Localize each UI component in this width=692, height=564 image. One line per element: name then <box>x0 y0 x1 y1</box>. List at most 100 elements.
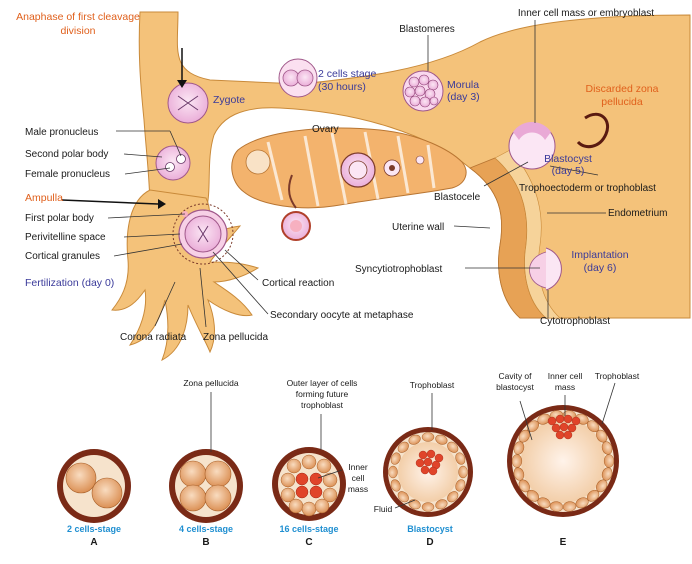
fertilization-label: Fertilization (day 0) <box>25 277 114 289</box>
zygote <box>167 82 209 124</box>
stage-d-blastocyst <box>383 427 473 517</box>
stage-a-caption: 2 cells-stage <box>67 524 121 534</box>
perivitelline-label: Perivitelline space <box>25 232 106 243</box>
trophoblast-cell <box>397 491 409 503</box>
outer-layer-label-2: forming future <box>296 389 349 399</box>
trophoblast-cell <box>408 434 421 445</box>
anaphase-label-1: Anaphase of first cleavage <box>16 11 140 23</box>
outer-layer-label-3: trophoblast <box>301 400 344 410</box>
pronuclei-cell <box>155 145 191 181</box>
inner-cell-mass-label: Inner cell mass or embryoblast <box>518 8 654 19</box>
trophoblast-cell <box>388 465 398 479</box>
inner-mass-c-label-1: Inner <box>348 462 368 472</box>
ampulla-label: Ampulla <box>25 192 63 204</box>
trophoblast-cell <box>397 441 409 453</box>
trophoblast-cell <box>537 413 551 425</box>
blastocyst-label-2: (day 5) <box>552 165 585 177</box>
fluid-label: Fluid <box>374 504 393 514</box>
trophoblast-cell <box>390 452 401 465</box>
trophoblast-cell <box>455 479 466 492</box>
implantation-embryo <box>529 247 562 291</box>
implantation-label-2: (day 6) <box>584 262 617 274</box>
corona-radiata-label: Corona radiata <box>120 332 187 343</box>
fertilization-oocyte <box>172 203 234 265</box>
inner-cell-e-label-2: mass <box>555 382 575 392</box>
blastomeres-label: Blastomeres <box>399 24 455 35</box>
stage-a-letter: A <box>90 537 97 548</box>
trophoblast-cell <box>458 465 468 479</box>
stage-b-4-cells <box>169 449 243 523</box>
trophoblast-e-label: Trophoblast <box>595 371 640 381</box>
trophoblast-cell <box>447 491 459 503</box>
two-cell-stage <box>278 58 318 98</box>
blastocyst-top <box>508 121 556 170</box>
trophoblast-cell <box>549 501 564 512</box>
stage-c-16-cells <box>272 447 346 521</box>
bottom-labels: Zona pellucida Outer layer of cells form… <box>67 371 640 548</box>
inner-cell-e-label-1: Inner cell <box>548 371 583 381</box>
leader-lines <box>107 20 606 328</box>
stage-b-caption: 4 cells-stage <box>179 524 233 534</box>
cavity-label-2: blastocyst <box>496 382 534 392</box>
first-polar-body-label: First polar body <box>25 213 94 224</box>
stage-e-blastocyst <box>507 405 619 517</box>
two-cells-label-2: (30 hours) <box>318 81 366 93</box>
stage-e-letter: E <box>560 537 567 548</box>
trophoblast-cell <box>603 454 615 468</box>
stage-a-2-cells <box>57 449 131 523</box>
second-polar-body-label: Second polar body <box>25 149 108 160</box>
cavity-label-1: Cavity of <box>498 371 532 381</box>
trophoectoderm-label: Trophoectoderm or trophoblast <box>519 183 656 194</box>
ampulla-arrow <box>61 199 166 209</box>
morula-label-1: Morula <box>447 79 479 91</box>
cytotrophoblast-label: Cytotrophoblast <box>540 316 610 327</box>
morula <box>402 70 444 112</box>
stage-d-caption: Blastocyst <box>407 524 453 534</box>
trophoblast-cell <box>390 479 401 492</box>
cortical-reaction-label: Cortical reaction <box>262 278 334 289</box>
uterine-wall-label: Uterine wall <box>392 222 444 233</box>
trophoblast-cell <box>511 454 523 468</box>
ovary-label: Ovary <box>312 124 339 135</box>
stage-c-caption: 16 cells-stage <box>279 524 338 534</box>
trophoblast-cell <box>435 499 448 510</box>
trophoblast-cell <box>575 497 589 509</box>
outer-layer-label-1: Outer layer of cells <box>287 378 358 388</box>
trophoblast-cell <box>421 502 435 512</box>
inner-mass-c-label-2: cell <box>352 473 365 483</box>
trophoblast-d-label: Trophoblast <box>410 380 455 390</box>
stage-b-letter: B <box>202 537 209 548</box>
two-cells-label-1: 2 cells stage <box>318 68 377 80</box>
morula-label-2: (day 3) <box>447 91 480 103</box>
zygote-label: Zygote <box>213 94 245 106</box>
trophoblast-cell <box>447 441 459 453</box>
ovary <box>231 127 467 241</box>
stage-c-letter: C <box>305 537 312 548</box>
zona-pellucida-b-label: Zona pellucida <box>183 378 239 388</box>
discarded-zona-label-1: Discarded zona <box>586 83 659 95</box>
stage-d-letter: D <box>426 537 433 548</box>
anaphase-label-2: division <box>60 25 95 37</box>
discarded-zona-icon <box>576 112 609 149</box>
syncytiotrophoblast-label: Syncytiotrophoblast <box>355 264 442 275</box>
endometrium-label: Endometrium <box>608 208 667 219</box>
secondary-oocyte-label: Secondary oocyte at metaphase <box>270 310 414 321</box>
trophoblast-cell <box>513 467 525 481</box>
trophoblast-cell <box>455 452 466 465</box>
bottom-leader-lines <box>210 382 616 509</box>
top-labels: Anaphase of first cleavage division Zygo… <box>16 8 667 343</box>
female-pronucleus-label: Female pronucleus <box>25 169 110 180</box>
discarded-zona-label-2: pellucida <box>601 96 643 108</box>
trophoblast-cell <box>421 432 435 442</box>
trophoblast-cell <box>601 441 613 455</box>
zona-pellucida-label: Zona pellucida <box>203 332 268 343</box>
blastocyst-label-1: Blastocyst <box>544 153 592 165</box>
implantation-label-1: Implantation <box>571 249 628 261</box>
male-pronucleus-label: Male pronucleus <box>25 127 98 138</box>
cortical-granules-label: Cortical granules <box>25 251 100 262</box>
blastocele-label: Blastocele <box>434 192 481 203</box>
inner-mass-c-label-3: mass <box>348 484 368 494</box>
trophoblast-cell <box>435 434 448 445</box>
anaphase-arrow <box>177 48 187 88</box>
